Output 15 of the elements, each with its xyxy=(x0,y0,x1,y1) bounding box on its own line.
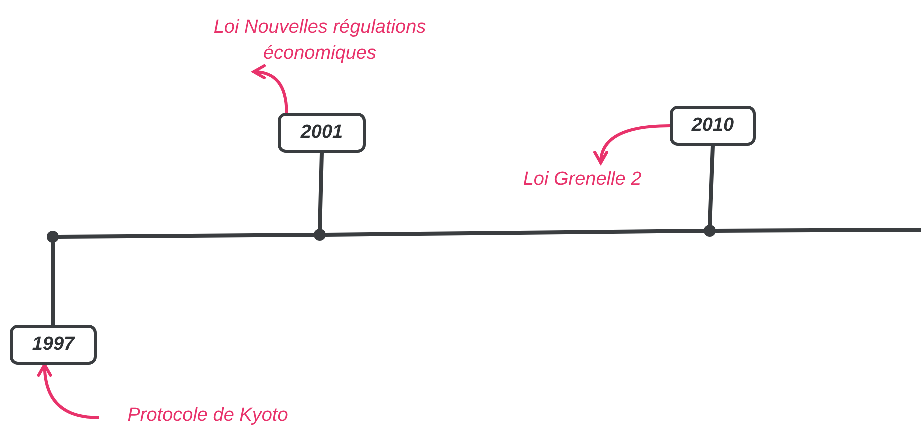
annotation-text: Loi Grenelle 2 xyxy=(490,163,675,197)
annotation-text: Protocole de Kyoto xyxy=(98,398,318,434)
timeline-line xyxy=(51,241,56,327)
curved-arrow xyxy=(38,364,100,420)
curved-arrow xyxy=(252,65,288,114)
annotation-text: Loi Nouvelles régulations économiques xyxy=(170,10,470,72)
timeline-line xyxy=(318,151,324,231)
year-box: 2010 xyxy=(670,106,756,146)
curved-arrow xyxy=(594,124,672,164)
timeline-line xyxy=(57,233,316,239)
timeline-line xyxy=(714,228,921,233)
year-box: 2001 xyxy=(278,113,366,153)
year-box: 1997 xyxy=(10,325,97,365)
timeline-line xyxy=(708,144,715,227)
timeline-line xyxy=(324,229,706,237)
